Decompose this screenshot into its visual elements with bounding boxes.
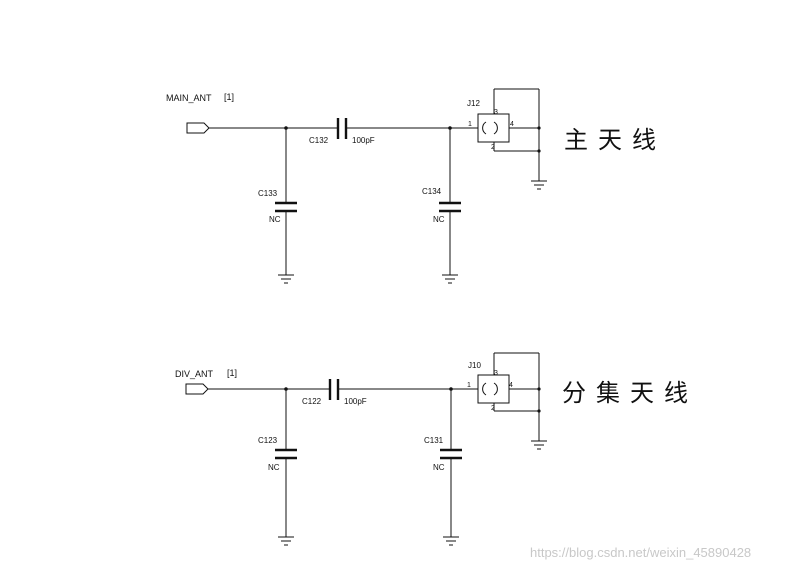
ground-icon <box>531 440 547 450</box>
c131-value: NC <box>433 463 445 472</box>
ground-icon <box>531 180 547 190</box>
c133-ref: C133 <box>258 189 278 198</box>
j12-connector-symbol <box>477 88 541 181</box>
div-net-label: DIV_ANT <box>175 369 214 379</box>
watermark-text: https://blog.csdn.net/weixin_45890428 <box>530 545 751 560</box>
c132-ref: C132 <box>309 136 329 145</box>
j12-ref: J12 <box>467 99 480 108</box>
div-antenna-caption: 分集天线 <box>562 379 698 407</box>
main-antenna-caption: 主天线 <box>564 126 666 154</box>
main-sheet-ref: [1] <box>224 92 234 102</box>
j10-connector-symbol <box>477 352 541 441</box>
main-net-label: MAIN_ANT <box>166 93 212 103</box>
main-port-symbol <box>186 122 210 134</box>
j12-pin-1: 1 <box>468 121 472 128</box>
j10-ref: J10 <box>468 361 481 370</box>
c123-value: NC <box>268 463 280 472</box>
c122-value: 100pF <box>344 397 367 406</box>
j10-pin-2: 2 <box>491 405 495 412</box>
c133-value: NC <box>269 215 281 224</box>
j10-pin-4: 4 <box>509 382 513 389</box>
c134-ref: C134 <box>422 187 442 196</box>
main-antenna-circuit: MAIN_ANT [1] C132 100pF C133 NC C134 <box>166 88 666 284</box>
c122-ref: C122 <box>302 397 322 406</box>
j10-pin-3: 3 <box>494 370 498 377</box>
c131-ref: C131 <box>424 436 444 445</box>
ground-icon <box>278 536 294 546</box>
diversity-antenna-circuit: DIV_ANT [1] C122 100pF C123 NC C131 NC <box>175 352 698 546</box>
j10-pin-1: 1 <box>467 382 471 389</box>
ground-icon <box>278 274 294 284</box>
c134-value: NC <box>433 215 445 224</box>
div-sheet-ref: [1] <box>227 368 237 378</box>
c123-ref: C123 <box>258 436 278 445</box>
div-port-symbol <box>185 383 209 395</box>
j12-pin-4: 4 <box>510 121 514 128</box>
j12-pin-3: 3 <box>494 109 498 116</box>
ground-icon <box>442 274 458 284</box>
ground-icon <box>443 536 459 546</box>
j12-pin-2: 2 <box>491 144 495 151</box>
c132-value: 100pF <box>352 136 375 145</box>
